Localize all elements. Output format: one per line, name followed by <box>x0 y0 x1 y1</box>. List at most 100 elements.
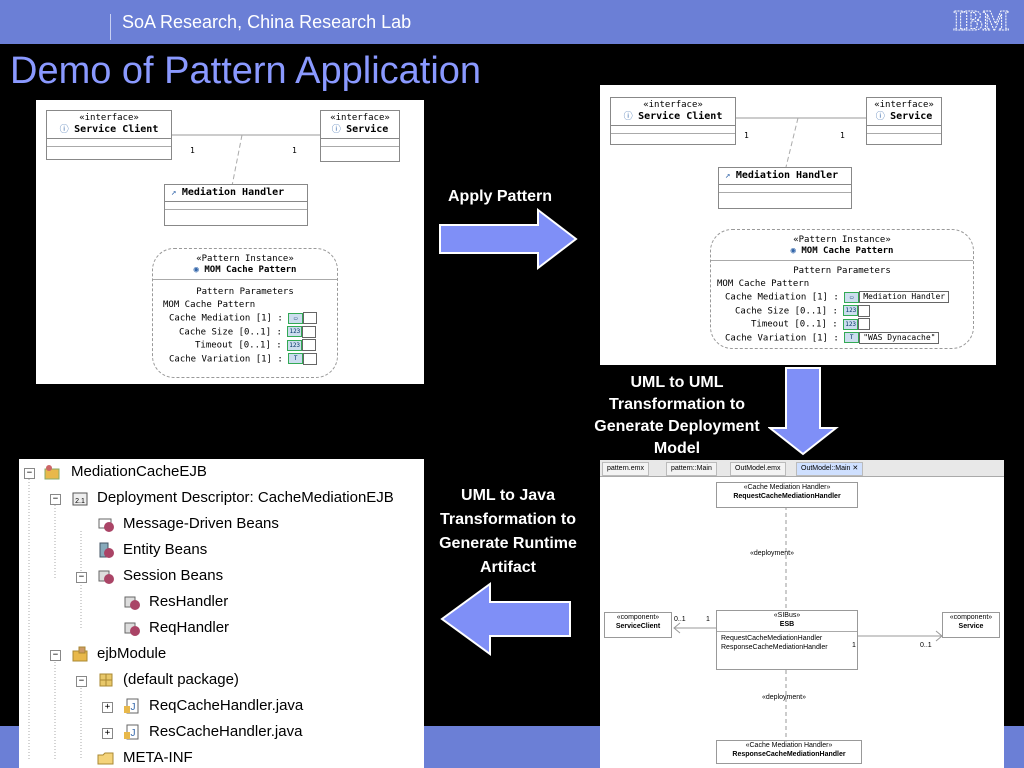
tree-item[interactable]: ejbModule <box>97 645 167 662</box>
service-client-interface[interactable]: «interface» ⓘ Service Client <box>46 110 172 160</box>
param-value-cell[interactable] <box>303 352 318 365</box>
param-value-cell[interactable] <box>303 312 318 324</box>
tree-item[interactable]: ReqHandler <box>149 619 230 636</box>
class-icon: ↗ <box>725 171 731 181</box>
params-group: MOM Cache Pattern <box>717 279 810 289</box>
multiplicity-left: 1 <box>190 146 195 155</box>
tree-item[interactable]: META-INF <box>123 749 193 766</box>
tree-collapse-toggle[interactable]: − <box>50 650 61 661</box>
bean-icon <box>124 622 140 636</box>
tree-item[interactable]: Message-Driven Beans <box>123 515 279 532</box>
multiplicity: 0..1 <box>920 642 932 649</box>
multiplicity-right: 1 <box>840 131 845 140</box>
uml-to-uml-label: UML to UML Transformation to Generate De… <box>594 374 760 457</box>
interface-icon: ⓘ <box>59 125 69 135</box>
tree-item[interactable]: ReqCacheHandler.java <box>149 697 304 714</box>
deployment-label: «deployment» <box>762 694 806 701</box>
params-title: Pattern Parameters <box>196 287 294 297</box>
pattern-icon: ◉ <box>790 246 796 256</box>
class-name: Service Client <box>74 124 159 135</box>
stereotype: «interface» <box>79 113 139 123</box>
class-name: Service <box>346 124 389 135</box>
tree-expand-toggle[interactable]: + <box>102 702 113 713</box>
service-client-interface[interactable]: «interface»ⓘ Service Client <box>610 97 736 145</box>
uml-to-java-label: UML to Java Transformation to Generate R… <box>439 487 577 576</box>
param-value-cell[interactable] <box>302 339 317 351</box>
tree-collapse-toggle[interactable]: − <box>76 572 87 583</box>
param-row[interactable]: Cache Variation [1] : T <box>153 352 337 367</box>
pattern-instance[interactable]: «Pattern Instance»◉ MOM Cache Pattern Pa… <box>152 248 338 378</box>
service-interface[interactable]: «interface»ⓘ Service <box>320 110 400 162</box>
pattern-icon: ◉ <box>193 265 199 275</box>
lab-name: SoA Research, China Research Lab <box>122 12 412 32</box>
number-icon: 123 <box>843 318 859 330</box>
tree-collapse-toggle[interactable]: − <box>50 494 61 505</box>
apply-pattern-label: Apply Pattern <box>447 188 552 205</box>
type-icon: T <box>288 353 304 364</box>
param-value-cell[interactable]: "WAS Dynacache" <box>859 331 940 344</box>
svg-text:IBM: IBM <box>953 6 1009 36</box>
param-row[interactable]: Timeout [0..1] : 123 <box>711 318 973 332</box>
tree-expand-toggle[interactable]: + <box>102 728 113 739</box>
mediation-handler-class[interactable]: ↗ Mediation Handler <box>164 184 308 226</box>
service-client-component[interactable]: «component» ServiceClient <box>604 612 672 638</box>
association-lines <box>172 134 320 187</box>
svg-text:J: J <box>131 702 136 713</box>
param-row[interactable]: Cache Variation [1] : T"WAS Dynacache" <box>711 331 973 346</box>
pattern-instance[interactable]: «Pattern Instance»◉ MOM Cache Pattern Pa… <box>710 229 974 349</box>
multiplicity: 1 <box>852 642 856 649</box>
param-row[interactable]: Cache Mediation [1] : ▭ <box>153 312 337 326</box>
mediation-handler-class[interactable]: ↗ Mediation Handler <box>718 167 852 209</box>
tab-outmodel-emx[interactable]: OutModel.emx <box>730 462 786 476</box>
request-cache-handler-node[interactable]: «Cache Mediation Handler» RequestCacheMe… <box>716 482 858 508</box>
number-icon: 123 <box>287 326 303 337</box>
ibm-logo: IBM <box>953 6 1010 36</box>
editor-tab-bar: pattern.emx pattern::Main OutModel.emx O… <box>600 460 1004 477</box>
multiplicity: 0..1 <box>674 616 686 623</box>
class-icon: ▭ <box>844 291 860 303</box>
tree-item[interactable]: Entity Beans <box>123 541 208 558</box>
page-title: Demo of Pattern Application <box>10 50 482 92</box>
tree-collapse-toggle[interactable]: − <box>76 676 87 687</box>
tree-item[interactable]: MediationCacheEJB <box>71 463 207 480</box>
message-bean-icon <box>98 518 114 532</box>
param-value-cell[interactable] <box>858 304 871 317</box>
deployment-descriptor-icon: 2.1 <box>72 492 88 506</box>
uml-diagram-after: «interface»ⓘ Service Client «interface»ⓘ… <box>600 85 996 365</box>
tree-item[interactable]: Session Beans <box>123 567 224 584</box>
response-cache-handler-node[interactable]: «Cache Mediation Handler» ResponseCacheM… <box>716 740 862 764</box>
param-row[interactable]: Cache Size [0..1] : 123 <box>153 325 337 340</box>
class-icon: ▭ <box>288 312 304 324</box>
params-title: Pattern Parameters <box>793 266 891 276</box>
stereotype: «interface» <box>330 113 390 123</box>
svg-text:J: J <box>131 728 136 739</box>
param-value-cell[interactable] <box>858 318 871 330</box>
service-interface[interactable]: «interface»ⓘ Service <box>866 97 942 145</box>
number-icon: 123 <box>843 305 859 316</box>
tree-item[interactable]: Deployment Descriptor: CacheMediationEJB <box>97 489 394 506</box>
param-value-cell[interactable]: Mediation Handler <box>859 291 950 303</box>
project-explorer-tree: − MediationCacheEJB − 2.1 Deployment Des… <box>19 459 424 768</box>
param-row[interactable]: Timeout [0..1] : 123 <box>153 339 337 353</box>
params-group: MOM Cache Pattern <box>163 300 256 310</box>
association-lines <box>736 117 866 168</box>
esb-node[interactable]: «SIBus» ESB RequestCacheMediationHandler… <box>716 610 858 670</box>
tab-pattern-emx[interactable]: pattern.emx <box>602 462 649 476</box>
close-icon[interactable]: ✕ <box>852 465 859 472</box>
java-file-icon: J <box>124 698 139 714</box>
tree-item[interactable]: ResCacheHandler.java <box>149 723 303 740</box>
type-icon: T <box>844 332 860 343</box>
bean-icon <box>124 596 140 610</box>
service-component[interactable]: «component» Service <box>942 612 1000 638</box>
tree-item[interactable]: (default package) <box>123 671 239 688</box>
tree-item[interactable]: ResHandler <box>149 593 229 610</box>
entity-bean-icon <box>99 542 114 558</box>
param-row[interactable]: Cache Size [0..1] : 123 <box>711 304 973 319</box>
java-file-icon: J <box>124 724 139 740</box>
tab-pattern-main[interactable]: pattern::Main <box>666 462 717 476</box>
header-separator <box>110 14 111 40</box>
param-value-cell[interactable] <box>302 325 317 338</box>
tab-outmodel-main[interactable]: OutModel::Main ✕ <box>796 462 864 476</box>
tree-collapse-toggle[interactable]: − <box>24 468 35 479</box>
param-row[interactable]: Cache Mediation [1] : ▭Mediation Handler <box>711 291 973 305</box>
